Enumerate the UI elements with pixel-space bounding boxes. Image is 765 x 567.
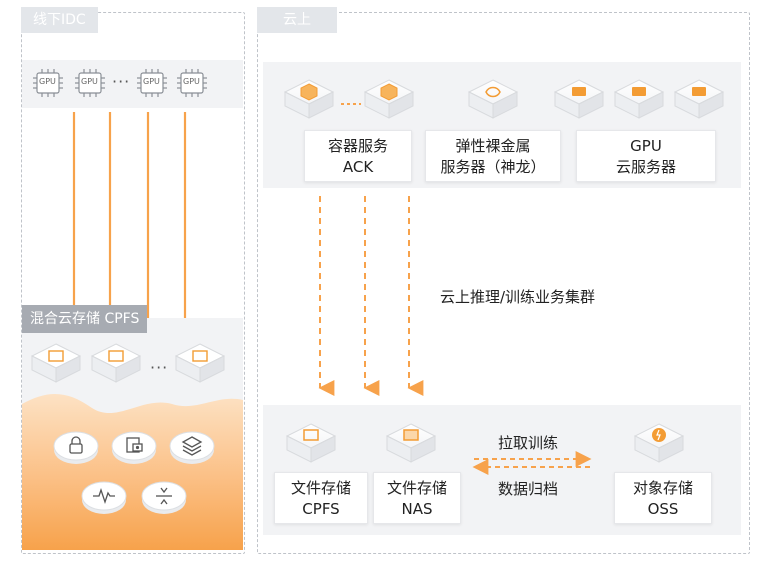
- ack-label-card: 容器服务 ACK: [304, 130, 412, 182]
- lock-icon: [53, 431, 99, 464]
- pull-training-label: 拉取训练: [498, 434, 559, 452]
- data-archive-label: 数据归档: [498, 480, 559, 498]
- storage-node-icon: [30, 343, 82, 383]
- gpu-chip-label: GPU: [81, 77, 98, 86]
- oss-label-card: 对象存储 OSS: [614, 472, 712, 524]
- storage-cubes: [285, 423, 685, 463]
- gpu-server-icon: [673, 79, 725, 119]
- kubernetes-icon: [363, 79, 415, 119]
- nas-label-card: 文件存储 NAS: [373, 472, 461, 524]
- dragon-icon: [467, 79, 519, 119]
- cpfs-label-line2: CPFS: [302, 500, 340, 518]
- gpu-ellipsis: ···: [112, 72, 131, 91]
- nas-label-line1: 文件存储: [386, 479, 447, 497]
- compute-cubes: [283, 79, 725, 119]
- gpu-server-icon: [553, 79, 605, 119]
- oss-label-line1: 对象存储: [632, 479, 693, 497]
- hybrid-storage-nodes: [30, 343, 226, 383]
- cloud-zone: [257, 12, 750, 554]
- gpu-chip-label: GPU: [183, 77, 200, 86]
- oss-label-line2: OSS: [647, 500, 679, 518]
- pulse-icon: [81, 481, 127, 514]
- storage-node-icon: [90, 343, 142, 383]
- onprem-zone-tag: 线下IDC: [21, 7, 98, 33]
- gpu-chip-row: GPU GPU ··· GPU: [32, 68, 242, 98]
- ack-label-line2: ACK: [342, 158, 374, 176]
- gpu-server-icon: [613, 79, 665, 119]
- cpfs-label-card: 文件存储 CPFS: [274, 472, 368, 524]
- file-storage-icon: [285, 423, 337, 463]
- compress-icon: [141, 481, 187, 514]
- gpu-server-label-card: GPU 云服务器: [576, 130, 716, 182]
- gpu-chip-3: GPU: [136, 68, 168, 98]
- kubernetes-icon: [283, 79, 335, 119]
- bare-metal-label-line1: 弹性裸金属: [455, 137, 531, 155]
- oss-icon: [633, 423, 685, 463]
- cluster-label: 云上推理/训练业务集群: [440, 288, 596, 306]
- bare-metal-label-card: 弹性裸金属 服务器（神龙）: [425, 130, 561, 182]
- nas-label-line2: NAS: [401, 500, 433, 518]
- gpu-chip-label: GPU: [143, 77, 160, 86]
- chip-icon: [75, 69, 105, 97]
- ack-label-line1: 容器服务: [327, 137, 388, 155]
- gpu-chip-4: GPU: [176, 68, 208, 98]
- gpu-server-label-line1: GPU: [630, 137, 662, 155]
- snapshot-icon: [111, 431, 157, 464]
- gpu-chip-2: GPU: [74, 68, 106, 98]
- nas-icon: [385, 423, 437, 463]
- chip-icon: [177, 69, 207, 97]
- cpfs-label-line1: 文件存储: [290, 479, 351, 497]
- cloud-zone-tag: 云上: [257, 7, 337, 33]
- chip-icon: [33, 69, 63, 97]
- storage-node-icon: [174, 343, 226, 383]
- hybrid-nodes-ellipsis: ···: [150, 358, 169, 377]
- hybrid-storage-label: 混合云存储 CPFS: [22, 305, 148, 333]
- gpu-chip-1: GPU: [32, 68, 64, 98]
- gpu-chip-label: GPU: [39, 77, 56, 86]
- feature-icon-group: [22, 420, 243, 530]
- onprem-zone: [21, 12, 245, 554]
- chip-icon: [137, 69, 167, 97]
- bare-metal-label-line2: 服务器（神龙）: [440, 158, 546, 176]
- gpu-server-label-line2: 云服务器: [615, 158, 676, 176]
- layers-icon: [169, 431, 215, 464]
